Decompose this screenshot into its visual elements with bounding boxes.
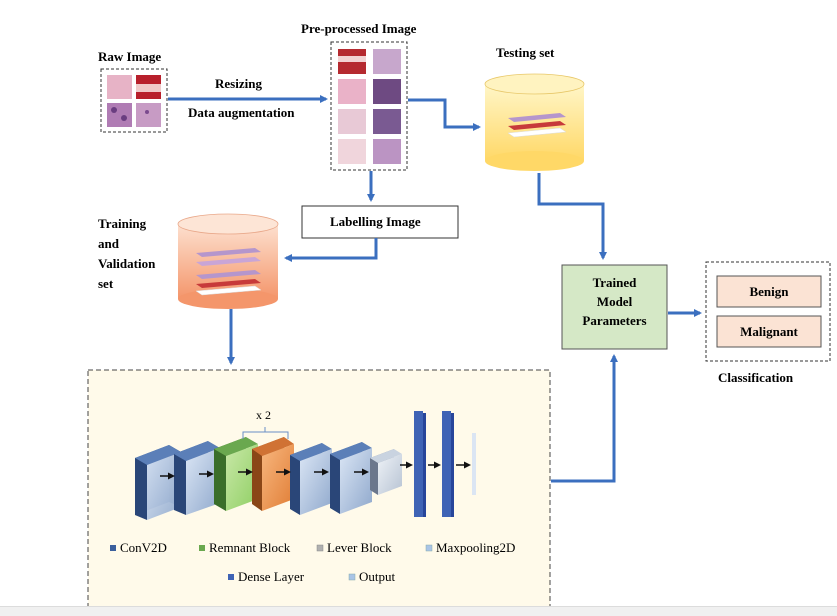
malignant-label: Malignant bbox=[740, 324, 798, 339]
testing-set-cylinder bbox=[484, 73, 585, 171]
classification-label: Classification bbox=[718, 370, 794, 385]
flow-arrows bbox=[168, 95, 702, 483]
legend-item-lever-block: Lever Block bbox=[327, 540, 392, 555]
legend-item-remnant-block: Remnant Block bbox=[209, 540, 291, 555]
training-label-3: Validation bbox=[98, 256, 156, 271]
training-label-2: and bbox=[98, 236, 119, 251]
trained-label-1: Trained bbox=[592, 275, 637, 290]
repeat-label: x 2 bbox=[256, 408, 271, 422]
trained-label-3: Parameters bbox=[582, 313, 647, 328]
training-set-cylinder bbox=[177, 213, 279, 309]
page-bottom-strip bbox=[0, 606, 837, 616]
legend-markers bbox=[110, 544, 433, 581]
cnn-arrows bbox=[160, 461, 471, 480]
trained-model-box bbox=[561, 264, 668, 350]
testing-set-label: Testing set bbox=[496, 45, 555, 60]
labelling-image-label: Labelling Image bbox=[330, 214, 421, 229]
legend-item-dense-layer: Dense Layer bbox=[238, 569, 305, 584]
preprocessed-image-label: Pre-processed Image bbox=[301, 21, 417, 36]
legend-item-output: Output bbox=[359, 569, 396, 584]
legend-item-conv2d: ConV2D bbox=[120, 540, 167, 555]
benign-box bbox=[716, 275, 822, 308]
training-label-1: Training bbox=[98, 216, 147, 231]
legend-item-maxpooling2d: Maxpooling2D bbox=[436, 540, 516, 555]
cnn-layers bbox=[135, 411, 476, 520]
data-augmentation-label: Data augmentation bbox=[188, 105, 295, 120]
resizing-label: Resizing bbox=[215, 76, 262, 91]
labelling-image-box bbox=[301, 205, 459, 239]
benign-label: Benign bbox=[749, 284, 789, 299]
raw-image-label: Raw Image bbox=[98, 49, 162, 64]
malignant-box bbox=[716, 315, 822, 348]
training-label-4: set bbox=[98, 276, 114, 291]
preprocessed-thumbnails bbox=[338, 49, 401, 164]
trained-label-2: Model bbox=[596, 294, 633, 309]
raw-image-thumbnails bbox=[107, 75, 161, 127]
